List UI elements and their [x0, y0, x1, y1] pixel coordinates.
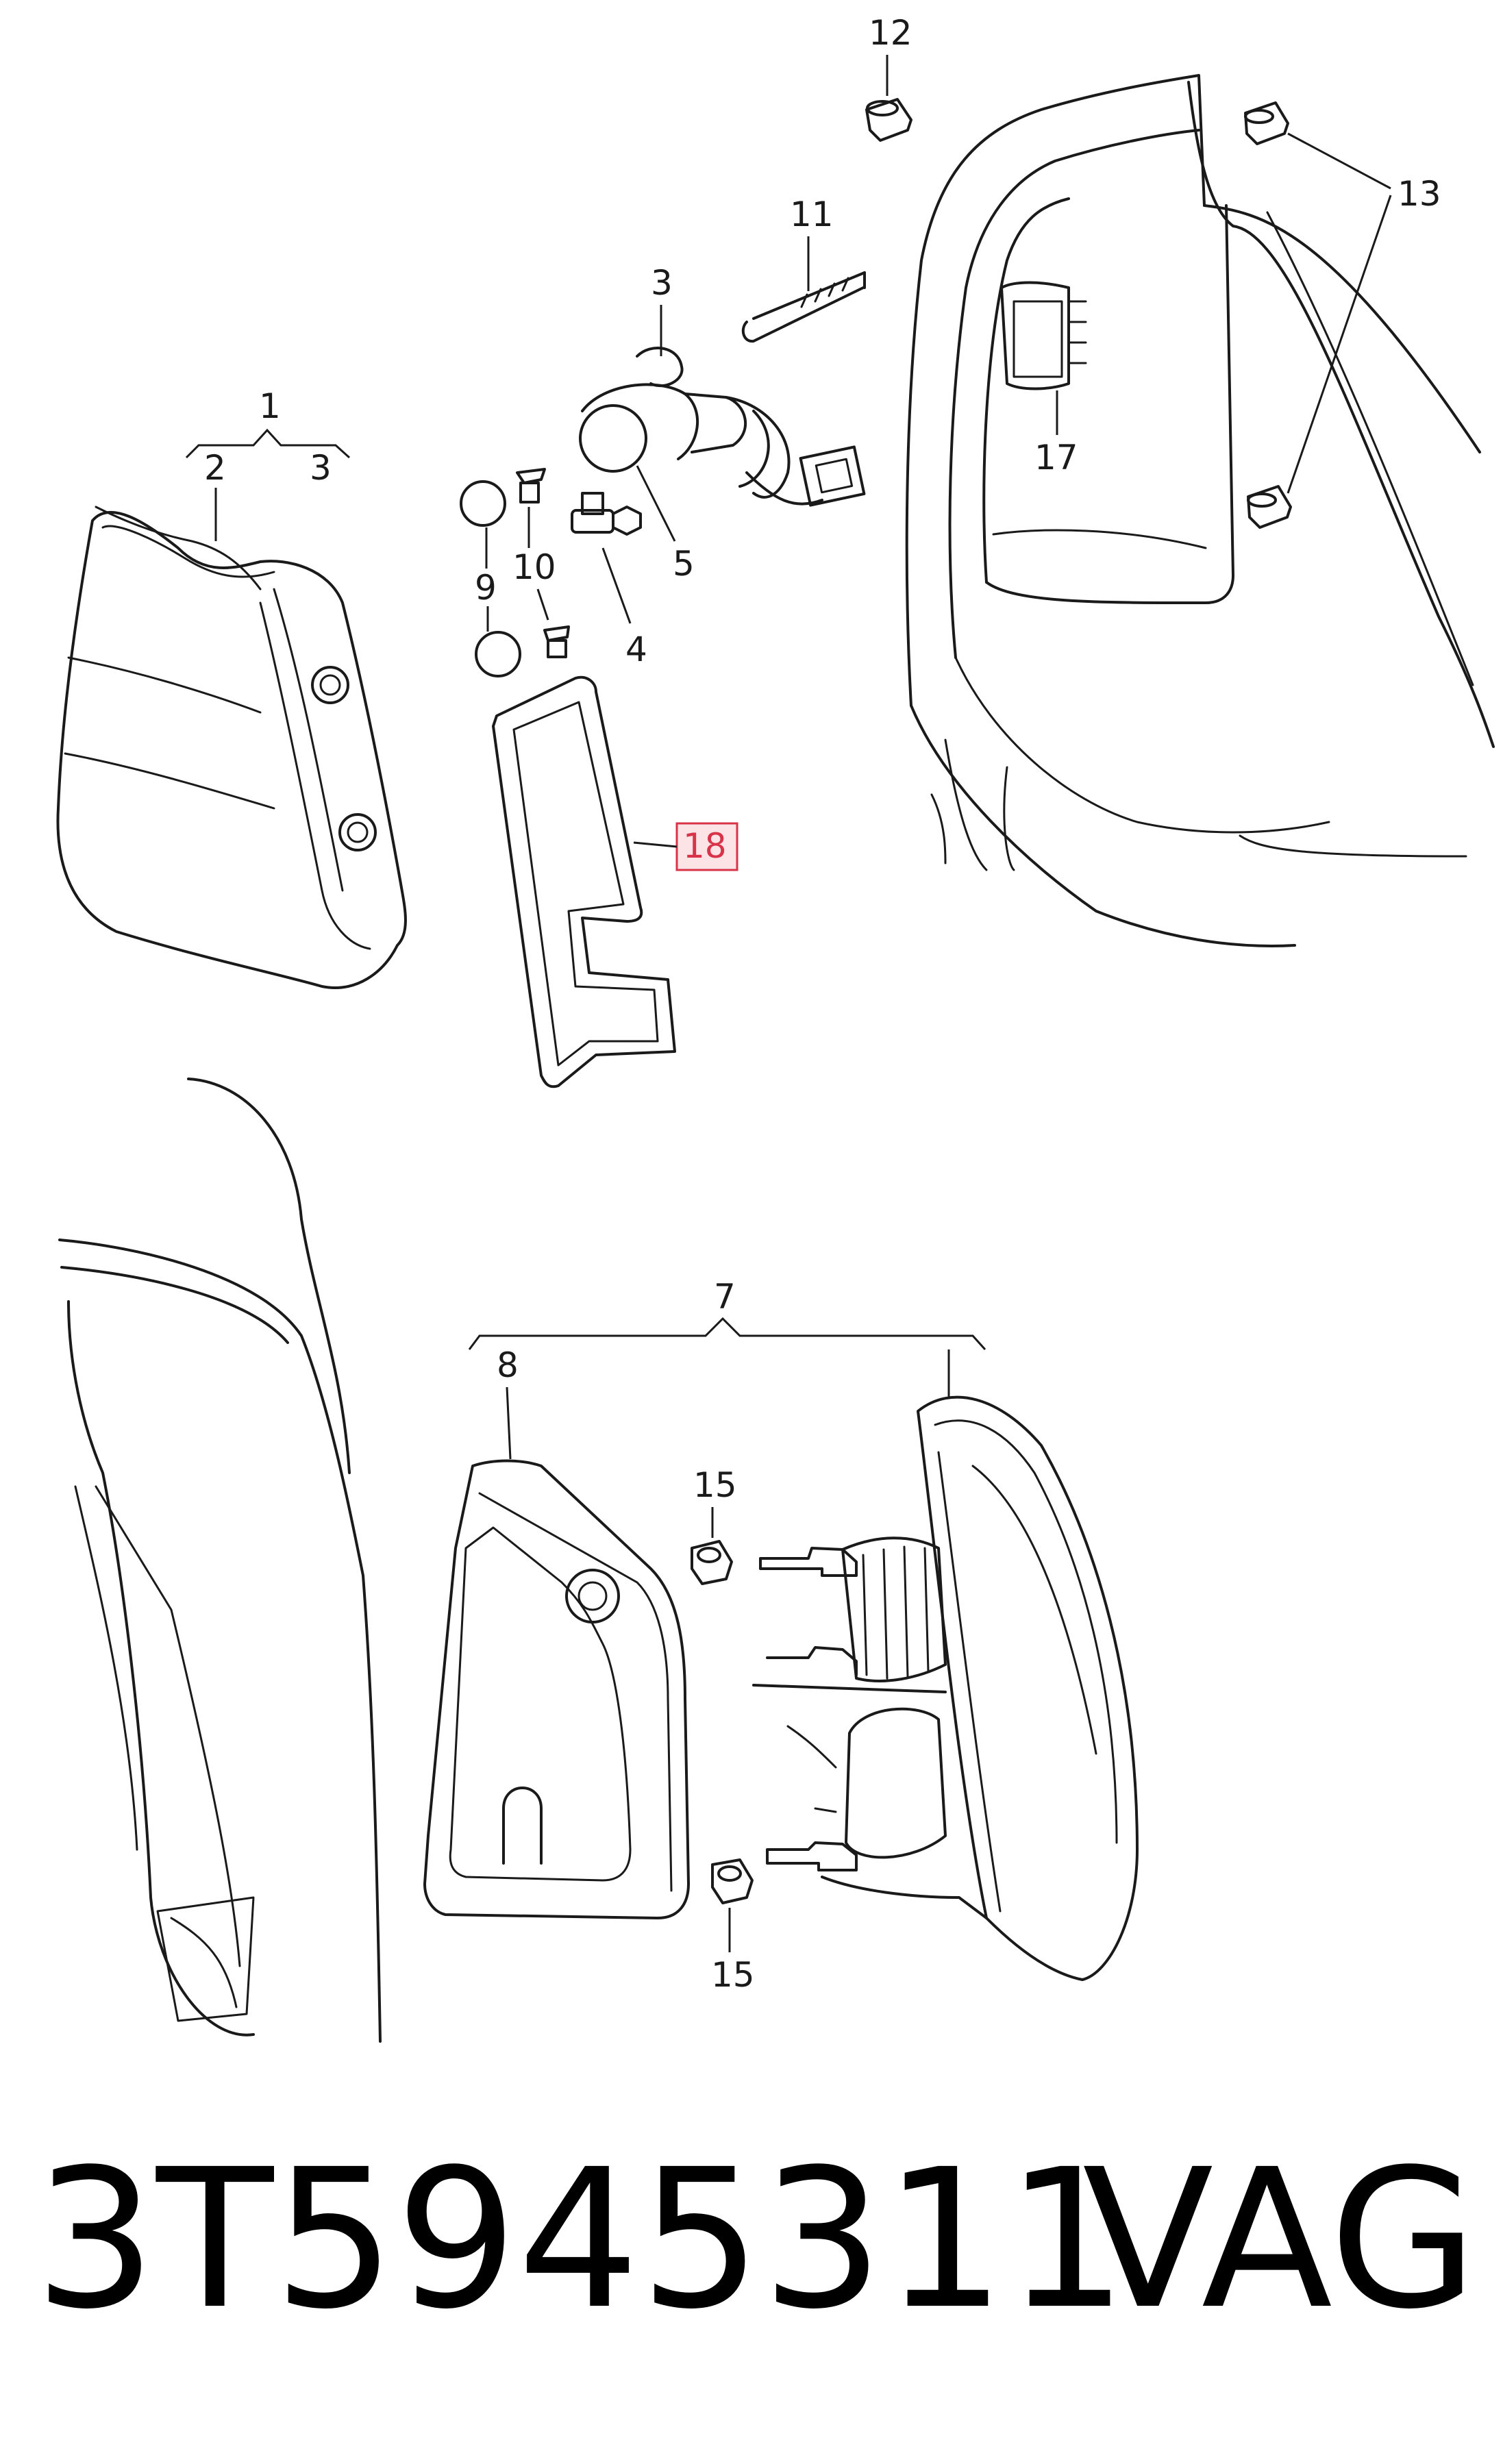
nut-12: 12 [865, 13, 912, 142]
callout-4: 4 [625, 630, 647, 669]
callout-group-1: 1 2 3 [185, 386, 351, 541]
callout-2: 2 [204, 448, 226, 488]
cap-9: 9 [460, 480, 521, 677]
callout-5: 5 [673, 544, 695, 584]
footer: 3T5945311 VAG [27, 2137, 1493, 2343]
body-panel-lower [58, 1078, 382, 2043]
callout-15a: 15 [693, 1465, 737, 1505]
bulb [571, 492, 642, 536]
callout-7: 7 [714, 1277, 736, 1317]
callout-17: 17 [1034, 438, 1078, 477]
callout-13: 13 [1398, 174, 1441, 214]
screw-11: 11 [741, 195, 866, 343]
gasket-8 [423, 1459, 690, 1919]
callout-15b: 15 [711, 1955, 755, 1995]
seal-18 [492, 675, 676, 1088]
callout-10: 10 [512, 547, 556, 587]
callout-12: 12 [869, 13, 912, 53]
connector-17: 17 [1000, 281, 1087, 477]
brand-name: VAG [1082, 2128, 1478, 2352]
body-panel-upper [905, 74, 1495, 947]
tail-light-lower [752, 1395, 1139, 1981]
clip-10: 10 [512, 468, 570, 658]
nut-13: 13 [1244, 101, 1441, 529]
callout-11: 11 [790, 195, 834, 234]
bulb-holder [579, 347, 866, 507]
tail-light-housing [56, 506, 407, 989]
callout-3a: 3 [310, 448, 332, 488]
nut-15: 15 15 [691, 1465, 755, 1995]
callout-1: 1 [259, 386, 281, 426]
callout-9: 9 [475, 568, 497, 608]
callout-18: 18 [683, 826, 727, 866]
part-number: 3T5945311 [34, 2128, 1128, 2352]
callouts-3-4-5: 3 5 4 [601, 263, 695, 669]
callout-18-highlight: 18 [633, 822, 738, 871]
callout-8: 8 [497, 1345, 519, 1385]
callout-group-7: 7 8 [468, 1277, 986, 1460]
callout-3b: 3 [651, 263, 673, 303]
